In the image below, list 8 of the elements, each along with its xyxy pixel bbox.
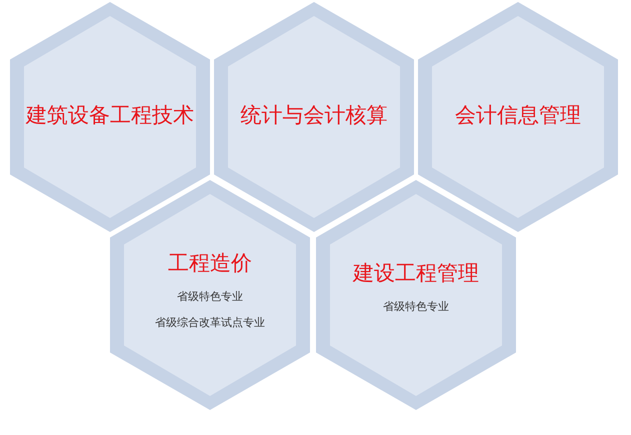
note-text: 省级特色专业 bbox=[383, 300, 449, 314]
heading-text: 建筑设备工程技术 bbox=[26, 102, 194, 128]
note-text: 省级综合改革试点专业 bbox=[155, 316, 265, 330]
heading-text: 统计与会计核算 bbox=[240, 102, 388, 128]
heading-text: 会计信息管理 bbox=[455, 102, 581, 128]
heading-text: 工程造价 bbox=[168, 250, 252, 276]
heading-text: 建设工程管理 bbox=[353, 260, 479, 286]
note-text: 省级特色专业 bbox=[177, 290, 243, 304]
